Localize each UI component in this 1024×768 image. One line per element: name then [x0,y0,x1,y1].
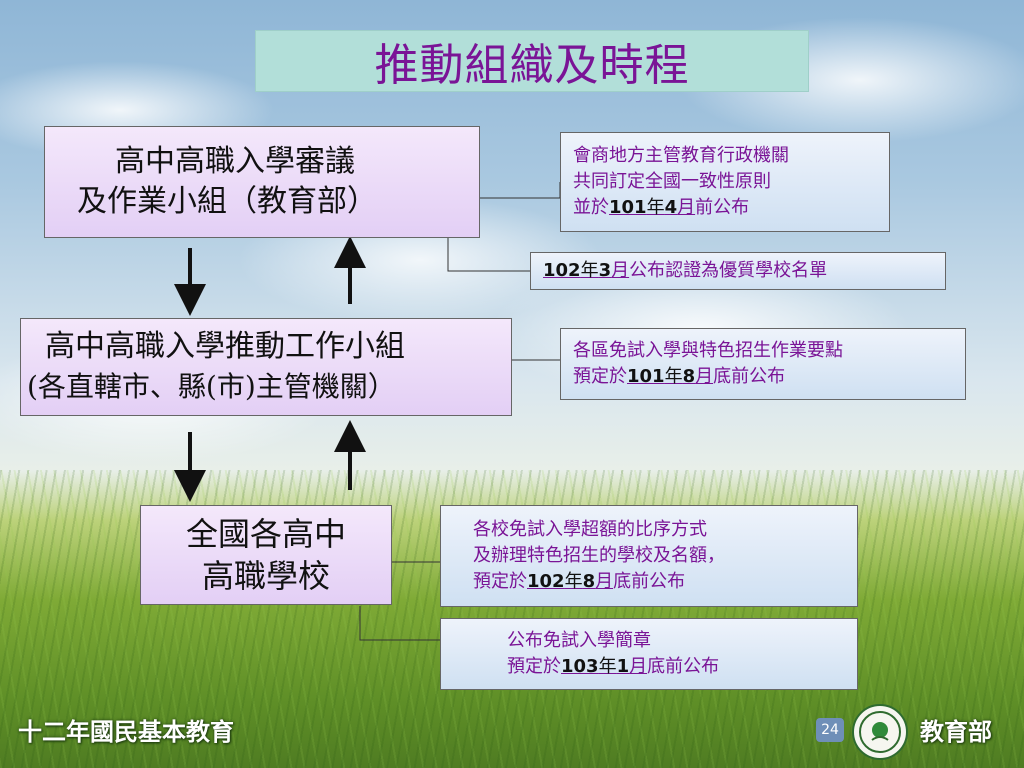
box-schools-line2: 高職學校 [201,557,330,595]
note-principles: 會商地方主管教育行政機關 共同訂定全國一致性原則 並於101年4月前公布 [560,132,890,232]
page-title: 推動組織及時程 [374,40,690,91]
note1-suffix: 前公布 [695,197,750,218]
note4-year: 102 [527,571,565,592]
note5-month-unit: 月 [629,656,648,677]
box-ministry-committee: 高中高職入學審議 及作業小組（教育部） [44,126,480,238]
note3-year-unit: 年 [664,366,683,387]
note-regional-rules: 各區免試入學與特色招生作業要點 預定於101年8月底前公布 [560,328,966,400]
note4-line1: 各校免試入學超額的比序方式 [473,519,707,540]
note5-line2: 預定於103年1月底前公布 [507,654,857,680]
note5-year-unit: 年 [598,656,617,677]
note1-line1: 會商地方主管教育行政機關 [573,145,789,166]
note5-prefix: 預定於 [507,656,561,677]
note4-year-unit: 年 [564,571,583,592]
ministry-name: 教育部 [920,718,992,746]
ministry-logo-icon [852,704,908,760]
note3-year: 101 [627,366,665,387]
box-ministry-line1: 高中高職入學審議 [115,144,355,179]
seal-icon [859,711,901,753]
connector-ministry-note1 [480,182,561,199]
note3-line2: 預定於101年8月底前公布 [573,364,965,390]
note-admission-brochure: 公布免試入學簡章 預定於103年1月底前公布 [440,618,858,690]
title-banner: 推動組織及時程 [255,30,809,92]
box-schools: 全國各高中 高職學校 [140,505,392,605]
box-local-workgroup: 高中高職入學推動工作小組 (各直轄市、縣(市)主管機關） [20,318,512,416]
box-local-line2: (各直轄市、縣(市)主管機關） [27,370,396,403]
note4-month-unit: 月 [595,571,614,592]
note5-line1: 公布免試入學簡章 [507,630,651,651]
note1-month: 4 [664,197,678,218]
note2-month: 3 [598,260,612,281]
note1-line3: 並於101年4月前公布 [573,195,889,221]
note4-prefix: 預定於 [473,571,527,592]
note4-month: 8 [582,571,596,592]
note1-year-unit: 年 [646,197,665,218]
page-number: 24 [816,718,844,742]
note3-line1: 各區免試入學與特色招生作業要點 [573,340,843,361]
note-school-ranking: 各校免試入學超額的比序方式 及辦理特色招生的學校及名額， 預定於102年8月底前… [440,505,858,607]
note4-suffix: 底前公布 [613,571,686,592]
note2-year: 102 [543,260,581,281]
note3-month-unit: 月 [695,366,714,387]
note5-suffix: 底前公布 [647,656,720,677]
note-quality-list: 102年3月公布認證為優質學校名單 [530,252,946,290]
program-name: 十二年國民基本教育 [18,718,234,746]
box-schools-line1: 全國各高中 [185,515,346,553]
note1-month-unit: 月 [677,197,696,218]
note2-month-unit: 月 [611,260,630,281]
note2-line: 102年3月公布認證為優質學校名單 [543,258,945,284]
note1-line2: 共同訂定全國一致性原則 [573,171,771,192]
note4-line2: 及辦理特色招生的學校及名額， [473,545,725,566]
note5-year: 103 [561,656,599,677]
note2-suffix: 公布認證為優質學校名單 [629,260,828,281]
connector-schools-note5 [359,606,440,641]
note1-prefix: 並於 [573,197,609,218]
note4-line3: 預定於102年8月底前公布 [473,569,857,595]
note3-prefix: 預定於 [573,366,627,387]
note3-month: 8 [682,366,696,387]
note3-suffix: 底前公布 [713,366,786,387]
note2-year-unit: 年 [580,260,599,281]
note1-year: 101 [609,197,647,218]
box-local-line1: 高中高職入學推動工作小組 [45,329,405,364]
note5-month: 1 [616,656,630,677]
connector-ministry-note2 [447,238,530,272]
box-ministry-line2: 及作業小組（教育部） [77,184,377,219]
